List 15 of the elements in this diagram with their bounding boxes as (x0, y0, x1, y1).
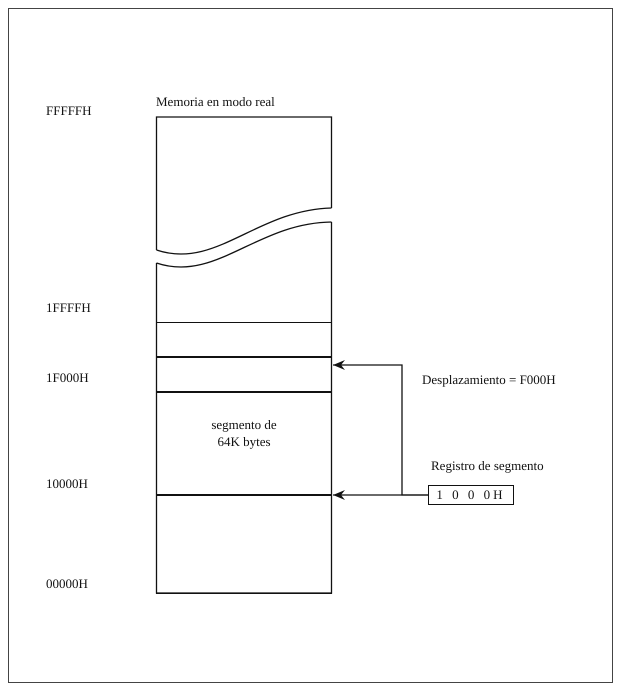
address-label: 00000H (46, 576, 88, 592)
memory-heading: Memoria en modo real (156, 94, 275, 110)
memory-band (156, 495, 332, 594)
address-label: 1FFFFH (46, 300, 91, 316)
segment-band (156, 392, 332, 495)
register-caption: Registro de segmento (431, 458, 544, 474)
address-label: 1F000H (46, 370, 89, 386)
memory-band (156, 357, 332, 392)
register-value: 1 0 0 0H (435, 487, 507, 503)
arrow (333, 360, 428, 496)
memory-band (156, 322, 332, 357)
address-label: 10000H (46, 476, 88, 492)
address-label: FFFFFH (46, 103, 92, 119)
edge-label: Desplazamiento = F000H (420, 372, 558, 388)
segment-text: segmento de 64K bytes (210, 416, 278, 450)
